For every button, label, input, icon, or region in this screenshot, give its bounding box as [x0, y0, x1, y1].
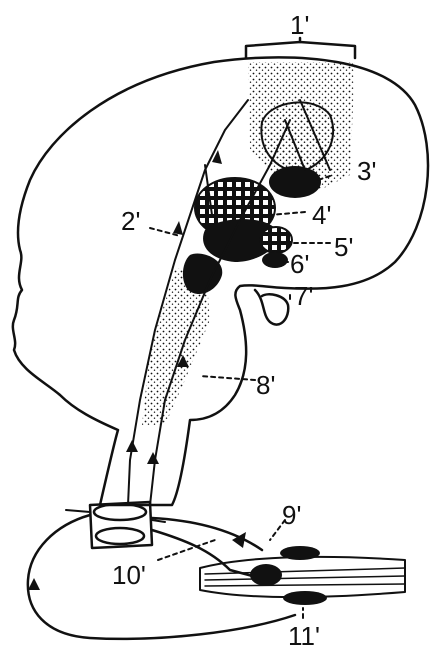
- spinal-cord-segment: [66, 502, 165, 548]
- structure-3: [269, 166, 321, 198]
- brace-1: [246, 38, 355, 58]
- label-4: 4': [312, 200, 331, 230]
- midbrain-mass: [183, 254, 222, 294]
- head-outline: [13, 57, 428, 505]
- label-5: 5': [334, 232, 353, 262]
- label-2: 2': [121, 206, 140, 236]
- label-7: 7': [294, 281, 313, 311]
- muscle: [200, 546, 405, 605]
- label-1: 1': [290, 10, 309, 40]
- structure-5: [260, 227, 292, 253]
- label-11: 11': [288, 621, 320, 651]
- label-9: 9': [282, 500, 301, 530]
- label-6: 6': [290, 249, 309, 279]
- structure-6: [262, 252, 288, 268]
- label-10: 10': [112, 560, 146, 590]
- structure-7-loop: [255, 290, 288, 325]
- label-8: 8': [256, 370, 275, 400]
- motor-nerve: [152, 518, 262, 578]
- label-3: 3': [357, 156, 376, 186]
